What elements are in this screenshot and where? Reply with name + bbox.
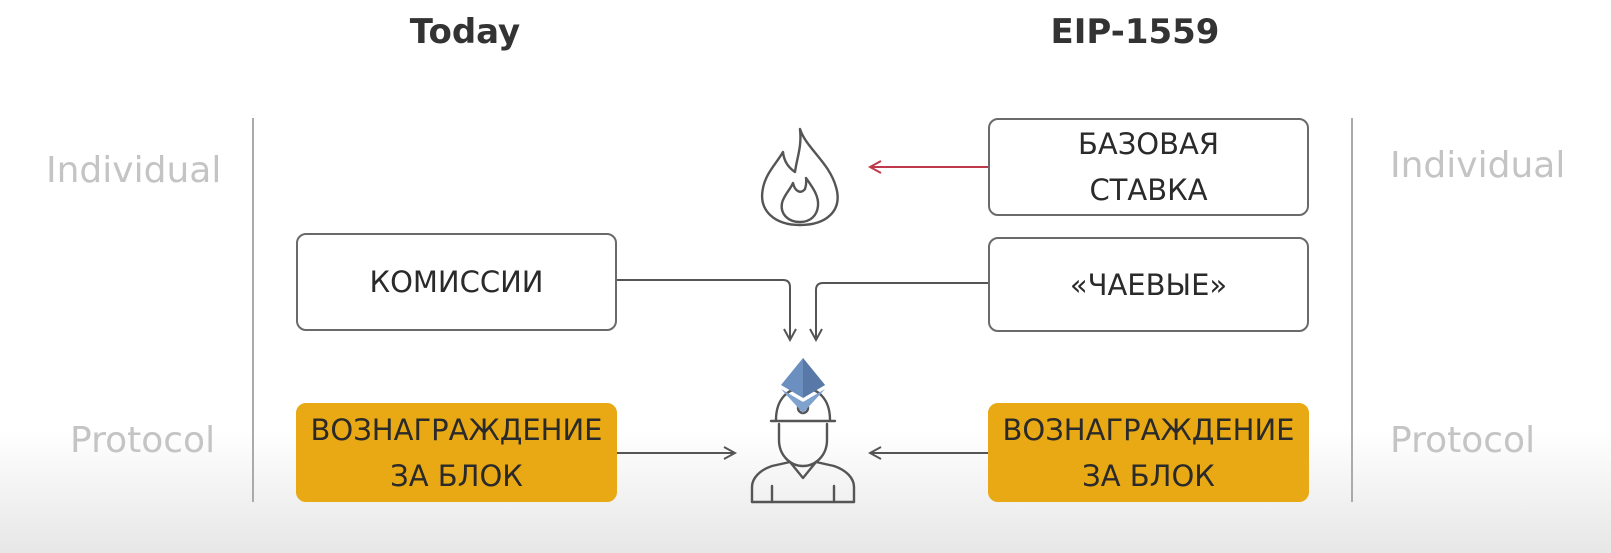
left-reward-line1: ВОЗНАГРАЖДЕНИЕ: [310, 412, 603, 447]
tips-box: «ЧАЕВЫЕ»: [988, 237, 1309, 332]
ethereum-icon: [781, 358, 825, 413]
right-separator: [1351, 118, 1353, 502]
title-eip-1559: EIP-1559: [1050, 12, 1220, 52]
tips-label: «ЧАЕВЫЕ»: [1069, 267, 1228, 302]
title-today: Today: [409, 12, 521, 52]
base-fee-line2: СТАВКА: [1089, 173, 1208, 207]
label-individual-right: Individual: [1390, 145, 1566, 186]
base-fee-line1: БАЗОВАЯ: [1077, 127, 1220, 161]
label-protocol-right: Protocol: [1390, 420, 1536, 461]
base-fee-box: БАЗОВАЯ СТАВКА: [988, 118, 1309, 216]
right-block-reward-box: ВОЗНАГРАЖДЕНИЕ ЗА БЛОК: [988, 403, 1309, 502]
fees-arrow: [617, 279, 790, 340]
label-individual-left: Individual: [46, 150, 222, 191]
left-separator: [252, 118, 254, 502]
label-protocol-left: Protocol: [70, 420, 216, 461]
left-reward-line2: ЗА БЛОК: [390, 458, 523, 493]
right-reward-line2: ЗА БЛОК: [1082, 458, 1215, 493]
left-block-reward-box: ВОЗНАГРАЖДЕНИЕ ЗА БЛОК: [296, 403, 617, 502]
fees-label: КОМИССИИ: [369, 265, 544, 299]
fire-icon: [760, 127, 839, 227]
right-reward-line1: ВОЗНАГРАЖДЕНИЕ: [1002, 412, 1295, 447]
tips-arrow: [816, 282, 988, 340]
fees-box: КОМИССИИ: [296, 233, 617, 331]
